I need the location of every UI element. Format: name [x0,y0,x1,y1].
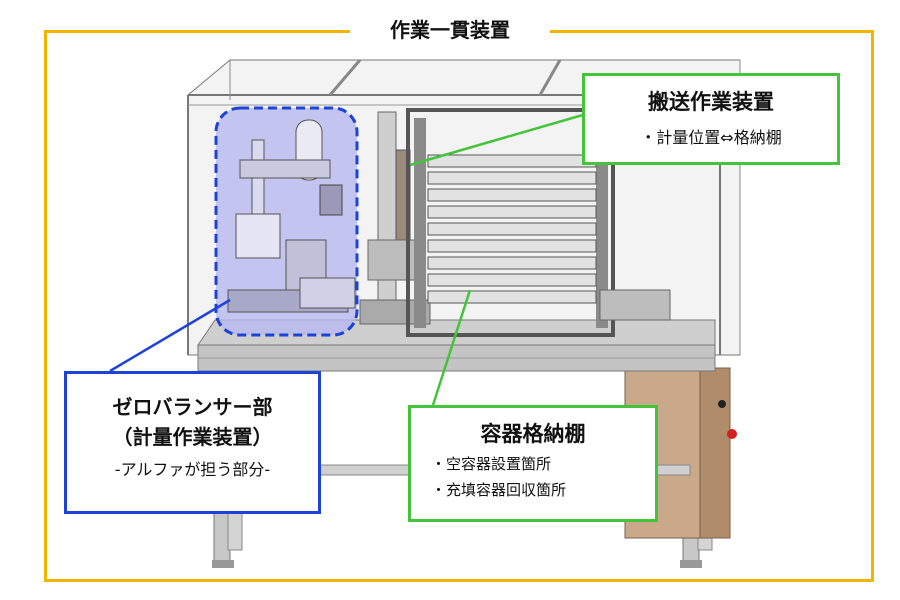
zero-balancer-mechanism [214,106,359,337]
storage-item: ・充填容器回収箇所 [431,481,567,499]
transport-title: 搬送作業装置 [648,90,774,114]
system-title: 作業一貫装置 [350,10,550,50]
storage-item: ・空容器設置箇所 [431,455,552,473]
storage-label-box: 容器格納棚 ・空容器設置箇所 ・充填容器回収箇所 [408,405,658,522]
transport-detail: ・計量位置⇔格納棚 [640,128,782,147]
zero-balancer-title: ゼロバランサー部 [112,395,273,419]
zero-balancer-label-box: ゼロバランサー部 （計量作業装置） -アルファが担う部分- [64,371,321,514]
zero-balancer-callout-line [109,298,231,373]
storage-title: 容器格納棚 [480,422,586,446]
transport-callout-line [409,108,601,167]
storage-rack [406,108,671,337]
transport-label-box: 搬送作業装置 ・計量位置⇔格納棚 [582,73,840,165]
zero-balancer-subtitle: （計量作業装置） [112,425,273,449]
storage-callout-line [431,289,472,406]
zero-balancer-note: -アルファが担う部分- [114,460,271,479]
